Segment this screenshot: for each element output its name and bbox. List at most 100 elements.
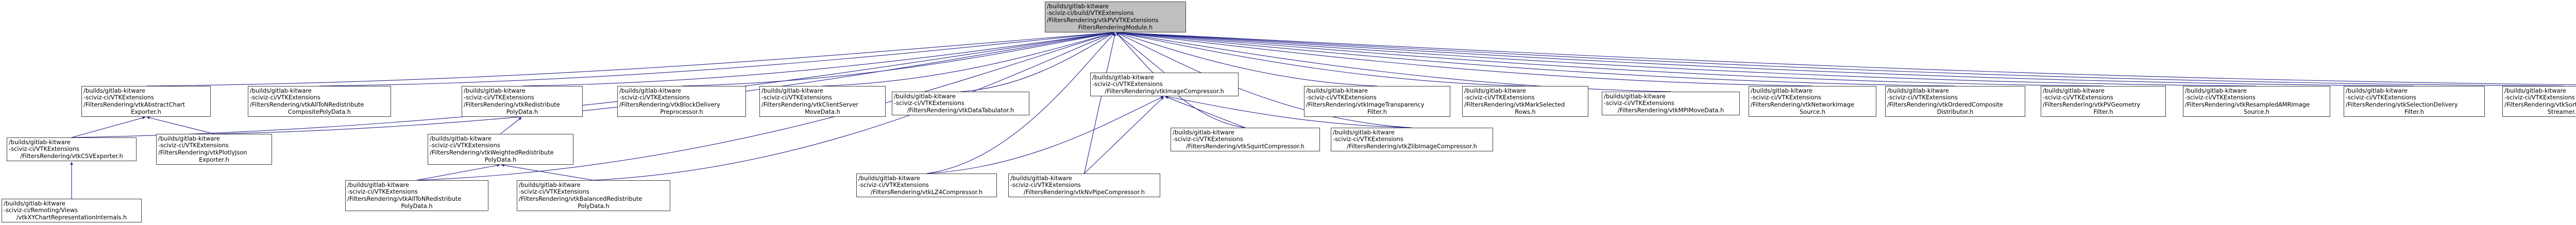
node-text-line: /FiltersRendering/vtkClientServer	[761, 101, 859, 108]
node-text-line: Source.h	[1800, 108, 1825, 115]
node-text-line: /FiltersRendering/vtkSquirtCompressor.h	[1186, 142, 1304, 150]
graph-edge	[1083, 33, 1116, 174]
node-text-line: Distributor.h	[1937, 108, 1974, 115]
node-text-line: -sciviz-ci/VTKExtensions	[1010, 181, 1081, 189]
graph-node[interactable]: /builds/gitlab-kitware-sciviz-ci/VTKExte…	[2502, 86, 2576, 117]
node-text-line: -sciviz-ci/VTKExtensions	[1604, 99, 1674, 107]
node-text-line: Filter.h	[2404, 108, 2424, 115]
node-text-line: -sciviz-ci/VTKExtensions	[2346, 94, 2416, 101]
node-text-line: /builds/gitlab-kitware	[83, 86, 145, 94]
node-text-line: /builds/gitlab-kitware	[1306, 86, 1368, 94]
node-text-line: /FiltersRendering/vtkAllToNRedistribute	[347, 195, 462, 202]
node-text-line: -sciviz-ci/build/VTKExtensions	[1047, 9, 1134, 17]
graph-node[interactable]: /builds/gitlab-kitware-sciviz-ci/VTKExte…	[1304, 86, 1450, 117]
node-text-line: /FiltersRendering/vtkSelectionDelivery	[2346, 101, 2458, 108]
node-text-line: Preprocessor.h	[660, 108, 703, 115]
graph-edge	[501, 164, 594, 181]
graph-node[interactable]: /builds/gitlab-kitware-sciviz-ci/VTKExte…	[892, 92, 1029, 115]
node-text-line: -sciviz-ci/VTKExtensions	[1333, 135, 1403, 143]
node-text-line: /builds/gitlab-kitware	[519, 181, 581, 188]
graph-node[interactable]: /builds/gitlab-kitware-sciviz-ci/VTKExte…	[1171, 128, 1320, 151]
node-text-line: /FiltersRendering/vtkImageTransparency	[1306, 101, 1425, 108]
graph-node[interactable]: /builds/gitlab-kitware-sciviz-ci/VTKExte…	[248, 86, 391, 117]
node-text-line: Exporter.h	[131, 108, 161, 115]
graph-node[interactable]: /builds/gitlab-kitware-sciviz-ci/VTKExte…	[345, 180, 488, 211]
node-text-line: /builds/gitlab-kitware	[158, 134, 220, 142]
node-text-line: /builds/gitlab-kitware	[858, 174, 920, 182]
node-text-line: /FiltersRendering/vtkCSVExporter.h	[20, 152, 123, 160]
node-text-line: -sciviz-ci/VTKExtensions	[1173, 135, 1243, 143]
graph-node[interactable]: /builds/gitlab-kitware-sciviz-ci/VTKExte…	[759, 86, 886, 117]
node-text-line: -sciviz-ci/VTKExtensions	[430, 142, 500, 149]
node-text-line: Filter.h	[2093, 108, 2113, 115]
node-text-line: /builds/gitlab-kitware	[347, 181, 409, 188]
node-text-line: /FiltersRendering/vtkResampledAMRImage	[2185, 101, 2310, 108]
graph-edge	[71, 116, 146, 138]
node-text-line: -sciviz-ci/VTKExtensions	[1092, 80, 1163, 88]
graph-edge	[1116, 31, 2564, 86]
node-text-line: /FiltersRendering/vtkNetworkImage	[1751, 101, 1855, 108]
node-text-line: /FiltersRendering/vtkLZ4Compressor.h	[870, 188, 983, 196]
node-text-line: Source.h	[2244, 108, 2269, 115]
graph-node[interactable]: /builds/gitlab-kitware-sciviz-ci/VTKExte…	[517, 180, 670, 211]
graph-node[interactable]: /builds/gitlab-kitware-sciviz-ci/Remotin…	[2, 199, 142, 222]
graph-edge	[522, 31, 1115, 86]
node-text-line: /FiltersRendering/vtkOrderedComposite	[1887, 101, 2003, 108]
graph-node[interactable]: /builds/gitlab-kitware-sciviz-ci/VTKExte…	[856, 174, 997, 197]
graph-node[interactable]: /builds/gitlab-kitware-sciviz-ci/VTKExte…	[81, 86, 211, 117]
graph-edge	[319, 31, 1115, 86]
graph-node[interactable]: /builds/gitlab-kitware-sciviz-ci/VTKExte…	[1462, 86, 1588, 117]
graph-edge	[1116, 31, 2104, 86]
node-text-line: PolyData.h	[484, 155, 517, 163]
graph-node[interactable]: /builds/gitlab-kitware-sciviz-ci/VTKExte…	[1090, 73, 1239, 96]
node-text-line: PolyData.h	[401, 202, 433, 210]
graph-node[interactable]: /builds/gitlab-kitware-sciviz-ci/VTKExte…	[2041, 86, 2166, 117]
node-text-line: -sciviz-ci/VTKExtensions	[2043, 94, 2113, 101]
graph-edge	[1116, 32, 1165, 73]
graph-node[interactable]: /builds/gitlab-kitware-sciviz-ci/VTKExte…	[156, 134, 272, 165]
node-text-line: -sciviz-ci/Remoting/Views	[4, 206, 78, 214]
node-text-line: -sciviz-ci/VTKExtensions	[894, 99, 964, 107]
node-text-line: /FiltersRendering/vtkPVVTKExtensions	[1047, 16, 1159, 24]
graph-node-root[interactable]: /builds/gitlab-kitware-sciviz-ci/build/V…	[1045, 2, 1186, 32]
node-text-line: -sciviz-ci/VTKExtensions	[347, 188, 418, 196]
node-text-line: MoveData.h	[805, 108, 840, 115]
graph-node[interactable]: /builds/gitlab-kitware-sciviz-ci/VTKExte…	[428, 134, 573, 165]
graph-edge	[71, 31, 1115, 138]
node-text-line: -sciviz-ci/VTKExtensions	[619, 94, 690, 101]
graph-node[interactable]: /builds/gitlab-kitware-sciviz-ci/VTKExte…	[7, 137, 137, 161]
node-text-line: PolyData.h	[506, 108, 538, 115]
graph-node[interactable]: /builds/gitlab-kitware-sciviz-ci/VTKExte…	[1008, 174, 1160, 197]
node-text-line: -sciviz-ci/VTKExtensions	[519, 188, 589, 196]
node-text-line: -sciviz-ci/VTKExtensions	[2504, 94, 2575, 101]
node-text-line: /builds/gitlab-kitware	[2185, 86, 2247, 94]
graph-node[interactable]: /builds/gitlab-kitware-sciviz-ci/VTKExte…	[2344, 86, 2485, 117]
node-text-line: Filter.h	[1367, 108, 1387, 115]
graph-edge	[500, 117, 522, 134]
graph-node[interactable]: /builds/gitlab-kitware-sciviz-ci/VTKExte…	[462, 86, 583, 117]
graph-node[interactable]: /builds/gitlab-kitware-sciviz-ci/VTKExte…	[617, 86, 746, 117]
node-text-line: /builds/gitlab-kitware	[1751, 86, 1812, 94]
node-text-line: /FiltersRendering/vtkSortedTable	[2504, 101, 2576, 108]
node-text-line: /FiltersRendering/vtkMarkSelected	[1464, 101, 1565, 108]
node-text-line: /FiltersRendering/vtkZlibImageCompressor…	[1347, 142, 1477, 150]
node-text-line: /builds/gitlab-kitware	[1887, 86, 1949, 94]
node-text-line: /FiltersRendering/vtkNvPipeCompressor.h	[1023, 188, 1145, 196]
graph-node[interactable]: /builds/gitlab-kitware-sciviz-ci/VTKExte…	[1885, 86, 2025, 117]
graph-node[interactable]: /builds/gitlab-kitware-sciviz-ci/VTKExte…	[1749, 86, 1876, 117]
graph-node[interactable]: /builds/gitlab-kitware-sciviz-ci/VTKExte…	[2183, 86, 2330, 117]
node-text-line: CompositePolyData.h	[287, 108, 351, 115]
node-text-line: -sciviz-ci/VTKExtensions	[1306, 94, 1377, 101]
node-text-line: PolyData.h	[578, 202, 609, 210]
node-text-line: /FiltersRendering/vtkDataTabulator.h	[907, 106, 1014, 114]
graph-node[interactable]: /builds/gitlab-kitware-sciviz-ci/VTKExte…	[1331, 128, 1493, 151]
graph-node[interactable]: /builds/gitlab-kitware-sciviz-ci/VTKExte…	[1602, 92, 1740, 115]
node-text-line: /builds/gitlab-kitware	[430, 134, 492, 142]
node-text-line: /FiltersRendering/vtkRedistribute	[464, 101, 560, 108]
node-text-line: /builds/gitlab-kitware	[4, 199, 65, 207]
node-text-line: /vtkXYChartRepresentationInternals.h	[16, 213, 127, 221]
node-text-line: -sciviz-ci/VTKExtensions	[158, 142, 229, 149]
node-text-line: -sciviz-ci/VTKExtensions	[858, 181, 929, 189]
node-text-line: /builds/gitlab-kitware	[761, 86, 823, 94]
